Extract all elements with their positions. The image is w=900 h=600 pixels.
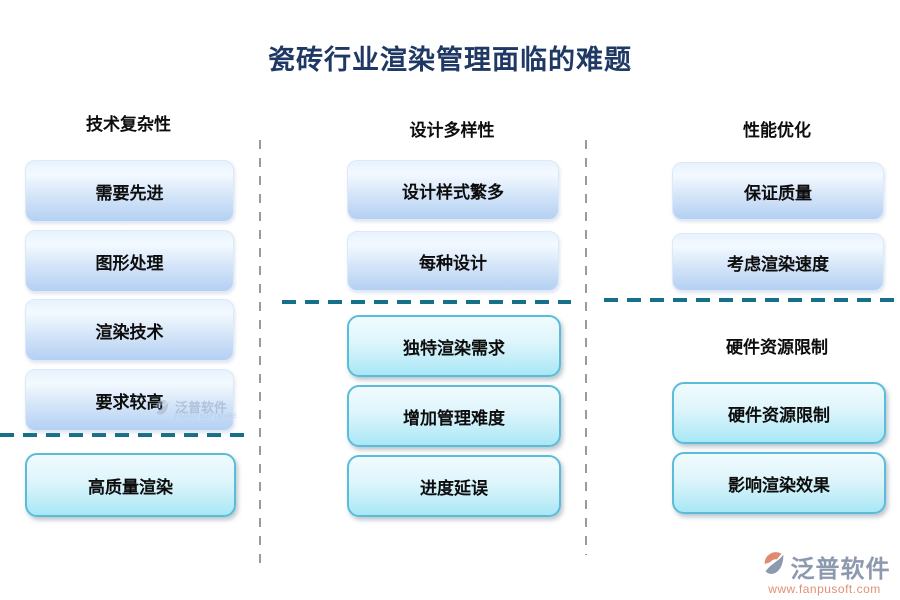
- diagram-node: 进度延误: [347, 455, 561, 517]
- diagram-node: 设计样式繁多: [347, 160, 559, 220]
- fanpu-logo: 泛普软件 www.fanpusoft.com: [752, 549, 897, 596]
- logo-url: www.fanpusoft.com: [768, 582, 881, 596]
- column-header-performance: 性能优化: [743, 121, 811, 140]
- diagram-node: 需要先进: [25, 160, 234, 222]
- diagram-node: 考虑渲染速度: [672, 233, 884, 291]
- vertical-divider-right: [585, 140, 587, 555]
- diagram-node: 增加管理难度: [347, 385, 561, 447]
- column-header-tech-complexity: 技术复杂性: [86, 115, 171, 134]
- logo-text: 泛普软件: [790, 556, 891, 583]
- horizontal-divider-col1: [0, 433, 253, 437]
- vertical-divider-left: [259, 140, 261, 572]
- fanpu-logo-icon: [759, 549, 789, 584]
- watermark-subtext: FANPU SOFTWARE: [175, 414, 238, 420]
- column-subheader-hardware-limit: 硬件资源限制: [726, 338, 828, 357]
- diagram-node: 渲染技术: [25, 299, 234, 361]
- watermark-text: 泛普软件: [175, 400, 228, 415]
- diagram-node: 保证质量: [672, 162, 884, 220]
- diagram-node: 硬件资源限制: [672, 382, 886, 444]
- horizontal-divider-col3: [604, 298, 900, 302]
- diagram-node: 每种设计: [347, 231, 559, 291]
- page-title: 瓷砖行业渲染管理面临的难题: [268, 45, 632, 75]
- watermark: 泛普软件 FANPU SOFTWARE: [152, 398, 237, 423]
- fanpu-logo-icon: [152, 398, 172, 423]
- diagram-node: 图形处理: [25, 230, 234, 292]
- diagram-node: 高质量渲染: [25, 453, 236, 517]
- diagram-node: 影响渲染效果: [672, 452, 886, 514]
- diagram-node: 独特渲染需求: [347, 315, 561, 377]
- horizontal-divider-col2: [282, 300, 571, 304]
- column-header-design-diversity: 设计多样性: [409, 121, 495, 140]
- diagram-node: 要求较高: [25, 369, 234, 431]
